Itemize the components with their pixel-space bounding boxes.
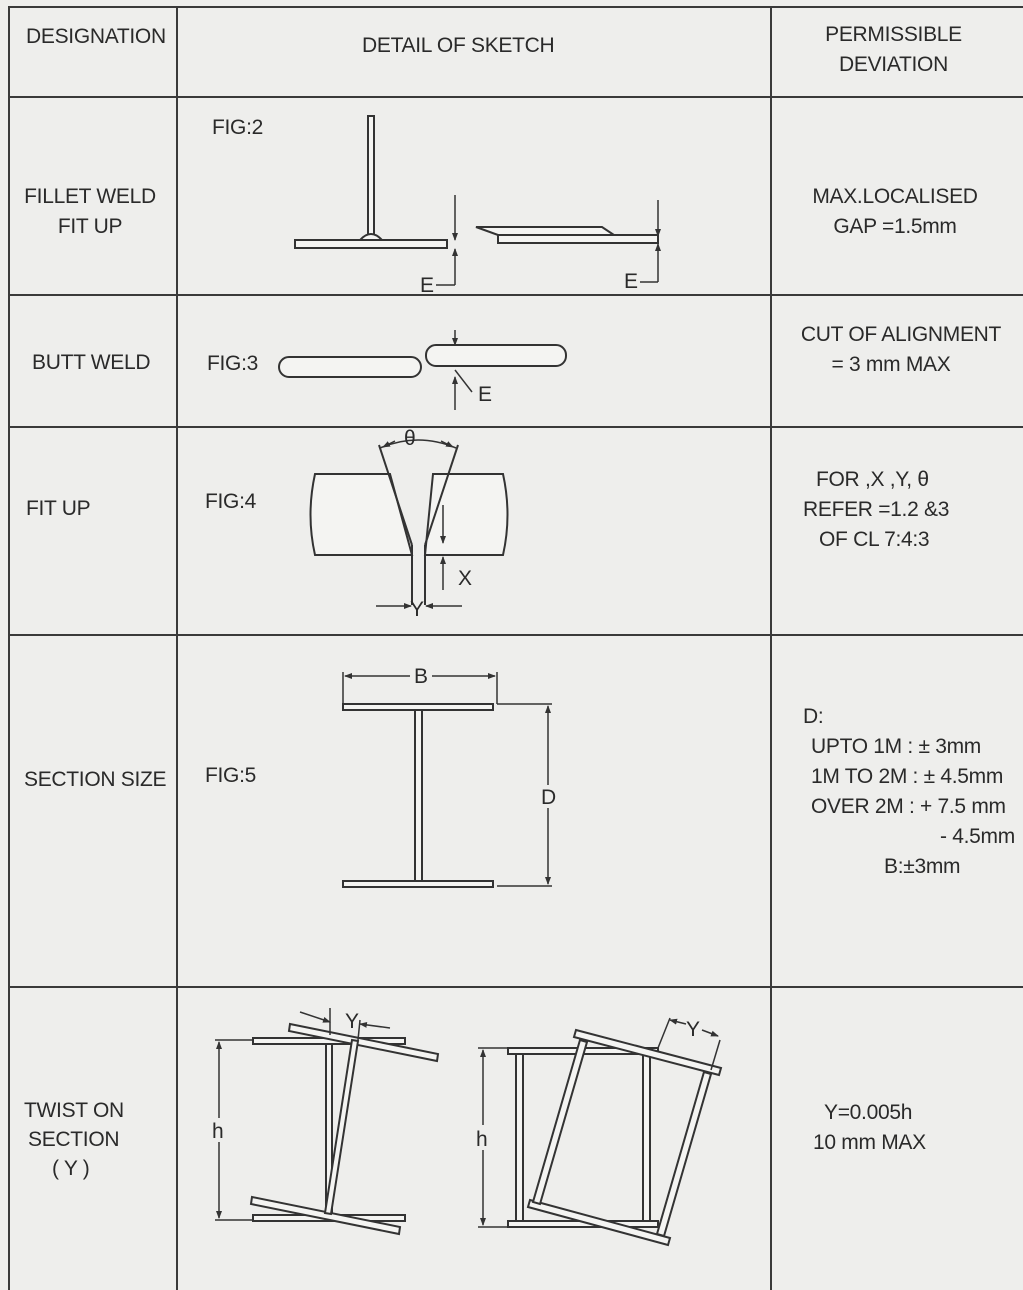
row4-deviation-line1: D: (803, 705, 824, 728)
row-divider-header (8, 96, 1023, 98)
row4-fig-label: FIG:5 (205, 764, 257, 787)
row1-designation-line1: FILLET WELD (24, 185, 156, 208)
header-deviation-line1: PERMISSIBLE (825, 23, 962, 46)
fig2-left-e-label: E (420, 274, 434, 297)
row5-designation-line2: SECTION (28, 1128, 120, 1151)
row2-deviation-line1: CUT OF ALIGNMENT (800, 323, 1002, 346)
twist-right-sketch: h Y (476, 1017, 723, 1247)
twist-left-h-label: h (212, 1120, 224, 1143)
row4-deviation-line2: UPTO 1M : ± 3mm (811, 735, 981, 758)
fig4-y-label: Y (410, 598, 424, 621)
fig2-right-e-label: E (624, 270, 638, 293)
row3-deviation-line3: OF CL 7:4:3 (819, 528, 930, 551)
fig2-lap-joint-sketch: E (475, 200, 661, 293)
fig4-x-label: X (458, 567, 472, 590)
fig2-tee-joint-sketch: E (294, 115, 458, 297)
row5-designation-line1: TWIST ON (24, 1099, 124, 1122)
twist-left-y-label: Y (345, 1010, 359, 1033)
twist-right-y-label: Y (686, 1018, 700, 1041)
row-divider-4 (8, 986, 1023, 988)
row4-deviation-line4: OVER 2M : + 7.5 mm (811, 795, 1006, 818)
row-divider-1 (8, 294, 1023, 296)
fig3-e-label: E (478, 383, 492, 406)
column-divider-2 (770, 6, 772, 1290)
row2-fig-label: FIG:3 (207, 352, 259, 375)
header-deviation-line2: DEVIATION (839, 53, 948, 76)
row3-fig-label: FIG:4 (205, 490, 257, 513)
header-detail-of-sketch: DETAIL OF SKETCH (362, 34, 555, 57)
row3-deviation-line2: REFER =1.2 &3 (803, 498, 950, 521)
row5-deviation-line1: Y=0.005h (824, 1101, 913, 1124)
row2-designation: BUTT WELD (32, 351, 151, 374)
row4-deviation-line5: - 4.5mm (940, 825, 1015, 848)
row5-deviation-line2: 10 mm MAX (813, 1131, 926, 1154)
row5-designation-line3: ( Y ) (52, 1157, 90, 1180)
row1-designation-line2: FIT UP (57, 215, 123, 238)
row-divider-3 (8, 634, 1023, 636)
fig4-groove-sketch: θ X Y (309, 427, 509, 621)
fig5-i-section-sketch: B D (342, 665, 556, 888)
twist-right-h-label: h (476, 1128, 488, 1151)
row2-deviation-line2: = 3 mm MAX (831, 353, 951, 376)
column-divider-1 (176, 6, 178, 1290)
table-top-border (8, 6, 1023, 8)
row4-deviation-line3: 1M TO 2M : ± 4.5mm (811, 765, 1004, 788)
row4-deviation-line6: B:±3mm (884, 855, 961, 878)
twist-left-sketch: h Y (212, 1008, 440, 1236)
row1-fig-label: FIG:2 (212, 116, 264, 139)
header-designation: DESIGNATION (26, 25, 166, 48)
row1-deviation-line1: MAX.LOCALISED (812, 185, 978, 208)
table-left-border (8, 6, 10, 1290)
fig5-d-label: D (541, 786, 556, 809)
fig4-theta-label: θ (404, 427, 416, 450)
row4-designation: SECTION SIZE (24, 768, 167, 791)
row3-designation: FIT UP (26, 497, 91, 520)
row-divider-2 (8, 426, 1023, 428)
row1-deviation-line2: GAP =1.5mm (833, 215, 957, 238)
row3-deviation-line1: FOR ,X ,Y, θ (816, 468, 929, 491)
fig3-butt-weld-sketch: E (278, 330, 567, 410)
fig5-b-label: B (414, 665, 428, 688)
